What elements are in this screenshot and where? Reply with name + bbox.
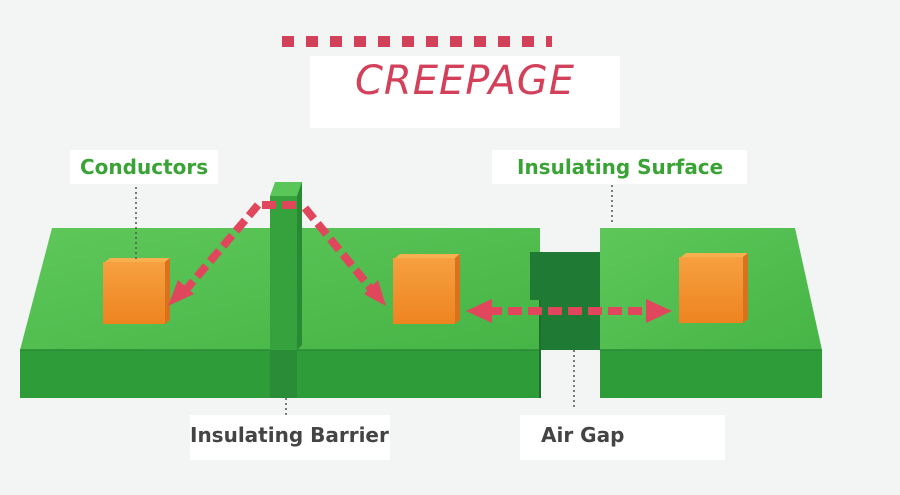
arrowhead-middle-conductor [364,280,386,306]
label-conductors: Conductors [80,155,209,179]
diagram-title: CREEPAGE [354,58,576,104]
conductor-left [103,258,170,324]
conductor-middle [393,254,460,324]
creepage-path-arrow [180,201,376,295]
label-box-insulating-barrier [190,415,390,460]
leader-lines [135,182,613,418]
label-insulating-barrier: Insulating Barrier [190,423,389,447]
label-air-gap: Air Gap [541,423,625,447]
label-insulating-surface: Insulating Surface [517,155,724,179]
title-box: CREEPAGE [310,56,620,128]
title-dash-line [282,36,552,47]
air-gap-arrow [466,299,672,323]
label-box-air-gap [520,415,725,460]
air-gap-slot [530,252,600,398]
conductor-right [679,253,748,323]
arrowhead-left-conductor [168,280,194,306]
label-box-insulating-surface [492,150,747,184]
label-box-conductors [70,150,218,184]
